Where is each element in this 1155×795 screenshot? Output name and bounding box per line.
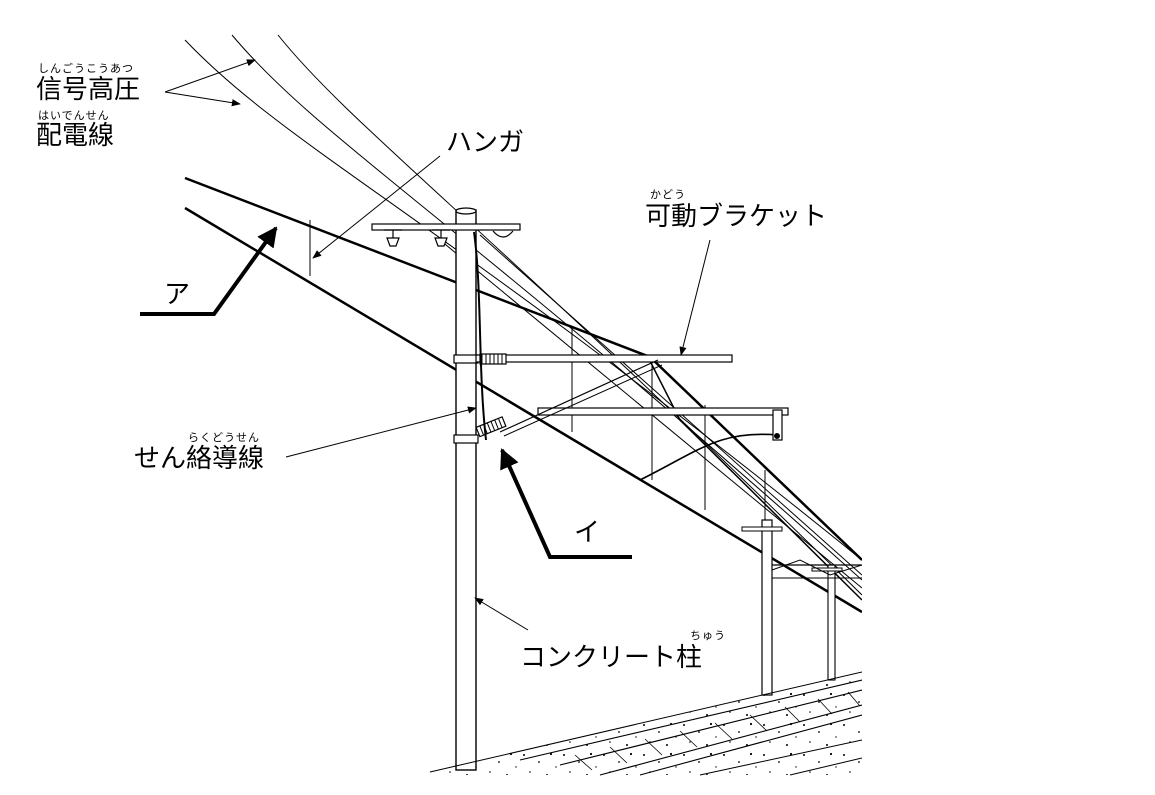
movable-bracket-ruby: かどう — [650, 188, 686, 201]
signal-arrow-1 — [164, 59, 256, 93]
arrow-i — [500, 448, 632, 559]
movable-bracket-label: 可動ブラケット — [645, 202, 828, 232]
thin-wire-a — [479, 234, 862, 576]
feeder-ruby: らくどうせん — [188, 431, 260, 444]
arrow-a — [140, 226, 278, 316]
droppers — [309, 220, 766, 540]
concrete-pole — [453, 207, 479, 771]
crossarm — [371, 223, 521, 247]
contact-wire — [184, 206, 862, 614]
hanger-label: ハンガ — [446, 128, 525, 158]
steady-arm-curve — [639, 433, 779, 481]
stagger-wire — [647, 356, 862, 601]
hanger-arrow — [312, 155, 441, 259]
signal-line-2-ruby: はいでんせん — [38, 109, 110, 122]
label-a: ア — [164, 280, 191, 310]
leader-lines — [164, 59, 711, 631]
pole-ruby: ちゅう — [690, 629, 726, 642]
bracket-arrow — [679, 239, 711, 356]
feeder-label: せん絡導線 — [134, 444, 265, 474]
pole-arrow — [474, 597, 529, 631]
movable-bracket — [475, 353, 789, 441]
signal-line-2-label: 配電線 — [36, 121, 115, 151]
flashover-wire — [473, 231, 487, 441]
label-i: イ — [574, 518, 601, 548]
overhead-wires — [184, 176, 862, 614]
signal-distribution-lines — [184, 34, 862, 596]
feeder-arrow — [285, 406, 477, 458]
signal-arrow-2 — [164, 91, 241, 107]
signal-line-1-label: 信号高圧 — [36, 75, 141, 105]
pole-label: コンクリート柱 — [520, 643, 703, 673]
far-poles — [741, 519, 862, 696]
signal-line-1-ruby: しんごうこうあつ — [38, 62, 134, 75]
pointer-arrows — [140, 226, 632, 559]
railway-track — [429, 671, 862, 776]
